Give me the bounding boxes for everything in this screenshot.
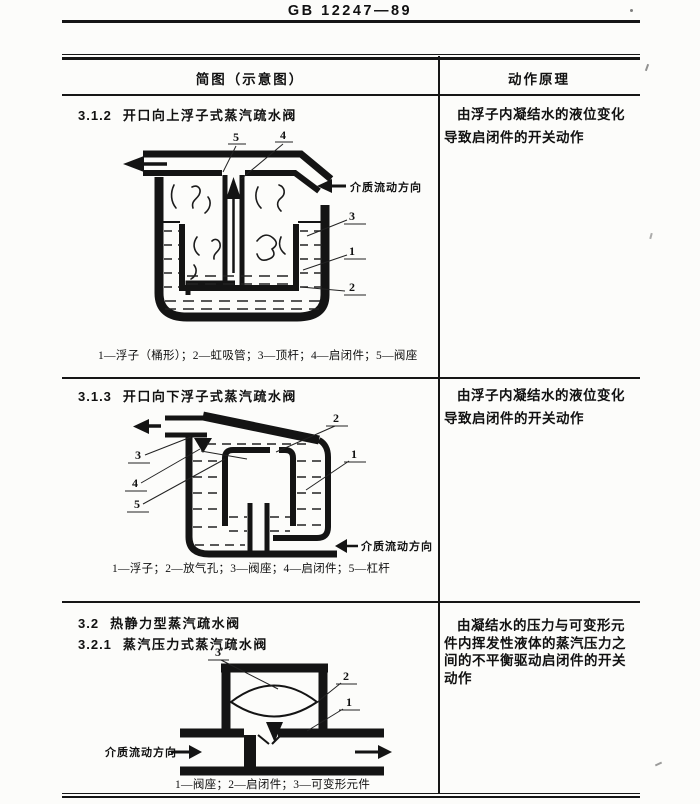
principle-line: 间的不平衡驱动启闭件的开关 <box>444 653 626 668</box>
trap1-outlet-arrow-icon <box>123 156 167 172</box>
diagram-open-top-float-trap: 5 4 3 1 2 介质流动方向 <box>123 128 422 322</box>
trap3-capsule-element <box>229 684 319 718</box>
part-label-3: 3 <box>135 448 141 462</box>
part-label-3: 3 <box>349 209 355 223</box>
part-label-5: 5 <box>134 497 140 511</box>
part-label-5: 5 <box>233 130 239 144</box>
row3-principle-text: 由凝结水的压力与可变形元 件内挥发性液体的蒸汽压力之 间的不平衡驱动启闭件的开关… <box>444 617 640 687</box>
trap2-valve-and-lever <box>194 438 248 460</box>
table-border-bottom-thin <box>62 793 640 794</box>
trap2-walls <box>165 411 337 558</box>
row2-principle-text: 由浮子内凝结水的液位变化 导致启闭件的开关动作 <box>444 384 640 430</box>
principle-line: 件内挥发性液体的蒸汽压力之 <box>444 635 626 651</box>
trap3-outlet-arrow-icon <box>355 745 392 759</box>
row2-caption: 1—浮子；2—放气孔；3—阀座；4—启闭件；5—杠杆 <box>112 563 391 575</box>
row1-heading: 3.1.2 开口向上浮子式蒸汽疏水阀 <box>78 105 297 124</box>
table-column-divider <box>438 56 440 793</box>
row-divider-2 <box>62 601 640 603</box>
row3-subheading: 3.2.1 蒸汽压力式蒸汽疏水阀 <box>78 634 268 653</box>
principle-line: 动作 <box>444 670 472 686</box>
trap3-baffle <box>244 735 256 768</box>
trap1-flow-direction-label: 介质流动方向 <box>349 180 422 194</box>
principle-line: 由凝结水的压力与可变形元 <box>457 618 625 633</box>
row3-caption: 1—阀座；2—启闭件；3—可变形元件 <box>175 779 371 791</box>
row2-title: 开口向下浮子式蒸汽疏水阀 <box>122 389 297 404</box>
trap1-inlet-arrow-icon <box>317 179 346 193</box>
part-label-2: 2 <box>343 669 349 683</box>
part-label-2: 2 <box>349 280 355 294</box>
part-label-4: 4 <box>280 128 286 142</box>
scan-speck <box>644 63 650 72</box>
row3-clause-number: 3.2 <box>78 616 100 631</box>
trap3-walls <box>180 663 384 776</box>
row2-heading: 3.1.3 开口向下浮子式蒸汽疏水阀 <box>78 386 297 405</box>
diagram-steam-pressure-trap: 3 2 1 介质流动方向 <box>104 645 392 776</box>
trap3-valve-plug <box>266 722 283 742</box>
row3-subtitle: 蒸汽压力式蒸汽疏水阀 <box>122 637 268 652</box>
trap2-flow-direction-label: 介质流动方向 <box>360 539 433 553</box>
doc-number: GB 12247—89 <box>287 3 413 19</box>
trap1-water-level-dashes <box>164 230 322 310</box>
scan-speck <box>649 232 653 240</box>
trap1-uptube-arrow-icon <box>226 177 241 273</box>
trap2-inlet-arrow-icon <box>335 539 358 553</box>
trap3-part-labels: 3 2 1 <box>208 645 360 732</box>
column-header-principle: 动作原理 <box>508 72 570 87</box>
trap3-flow-direction-label: 介质流动方向 <box>104 745 177 759</box>
row1-title: 开口向上浮子式蒸汽疏水阀 <box>122 108 297 123</box>
part-label-2: 2 <box>333 411 339 425</box>
header-rule <box>62 20 640 23</box>
part-label-1: 1 <box>349 244 355 258</box>
trap2-water-level-dashes <box>193 443 323 546</box>
row-divider-1 <box>62 377 640 379</box>
part-label-3: 3 <box>215 645 221 659</box>
trap2-part-labels: 3 4 5 2 1 <box>125 411 366 513</box>
part-label-4: 4 <box>132 476 138 490</box>
row1-principle-text: 由浮子内凝结水的液位变化 导致启闭件的开关动作 <box>444 103 640 149</box>
row1-clause-number: 3.1.2 <box>78 108 112 123</box>
trap1-part-labels: 5 4 3 1 2 <box>222 128 366 296</box>
diagram-inverted-bucket-trap: 3 4 5 2 1 介质流动方向 <box>125 411 433 558</box>
table-border-bottom-thick <box>62 796 640 798</box>
principle-line: 导致启闭件的开关动作 <box>444 411 584 426</box>
principle-line: 由浮子内凝结水的液位变化 <box>457 388 625 403</box>
table-header-bottom <box>62 94 640 96</box>
part-label-1: 1 <box>351 447 357 461</box>
row1-caption: 1—浮子（桶形）；2—虹吸管；3—顶杆；4—启闭件；5—阀座 <box>98 350 418 362</box>
scan-speck <box>654 761 663 767</box>
row2-clause-number: 3.1.3 <box>78 389 112 404</box>
column-header-schematic: 简图（示意图） <box>195 72 305 87</box>
part-label-1: 1 <box>346 695 352 709</box>
trap3-inlet-arrow-icon <box>171 745 202 759</box>
table-border-top-thick <box>62 57 640 60</box>
table-border-top-thin <box>62 54 640 55</box>
trap1-steam-squiggles <box>170 184 286 280</box>
row3-subclause-number: 3.2.1 <box>78 637 112 652</box>
row3-heading: 3.2 热静力型蒸汽疏水阀 <box>78 613 241 632</box>
trap1-walls <box>143 150 334 322</box>
scan-speck <box>630 9 633 12</box>
principle-line: 由浮子内凝结水的液位变化 <box>457 107 625 122</box>
row3-title: 热静力型蒸汽疏水阀 <box>110 616 241 631</box>
trap2-outlet-arrow-icon <box>133 419 161 434</box>
principle-line: 导致启闭件的开关动作 <box>444 130 584 145</box>
